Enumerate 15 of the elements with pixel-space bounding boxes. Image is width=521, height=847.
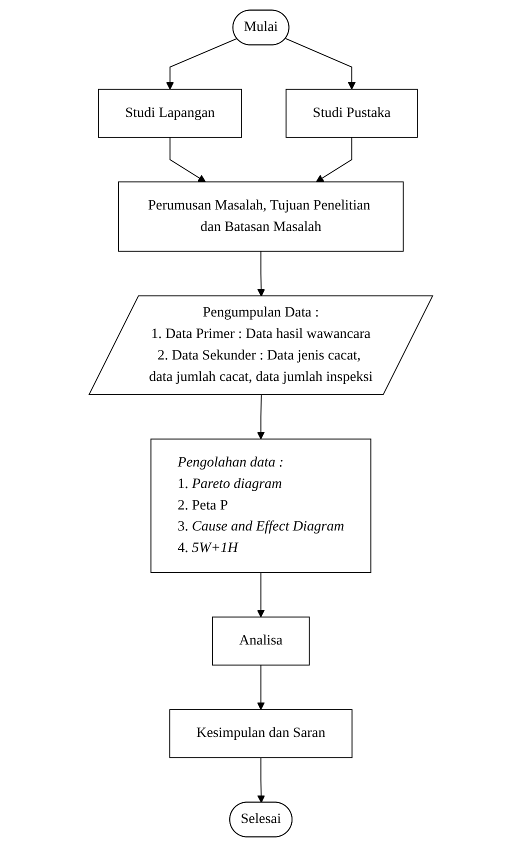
arrow xyxy=(256,664,264,710)
node-box: Pengolahan data : 1. Pareto diagram 2. Peta P 3. Cause and Effect Diagram 4. 5W+1H xyxy=(150,438,371,573)
arrow xyxy=(256,572,264,618)
node-box: Kesimpulan dan Saran xyxy=(168,709,352,758)
arrow xyxy=(256,394,264,440)
arrow xyxy=(256,757,265,803)
node-box: Studi Pustaka xyxy=(285,88,418,138)
arrow xyxy=(256,250,265,297)
arrow xyxy=(169,136,206,182)
node-box: Analisa xyxy=(212,616,310,666)
arrow xyxy=(284,38,356,90)
arrow xyxy=(316,136,352,182)
arrow xyxy=(166,38,237,90)
node-box: Perumusan Masalah, Tujuan Penelitian dan Batasan Masalah xyxy=(118,181,404,252)
node-box: Studi Lapangan xyxy=(98,88,242,138)
